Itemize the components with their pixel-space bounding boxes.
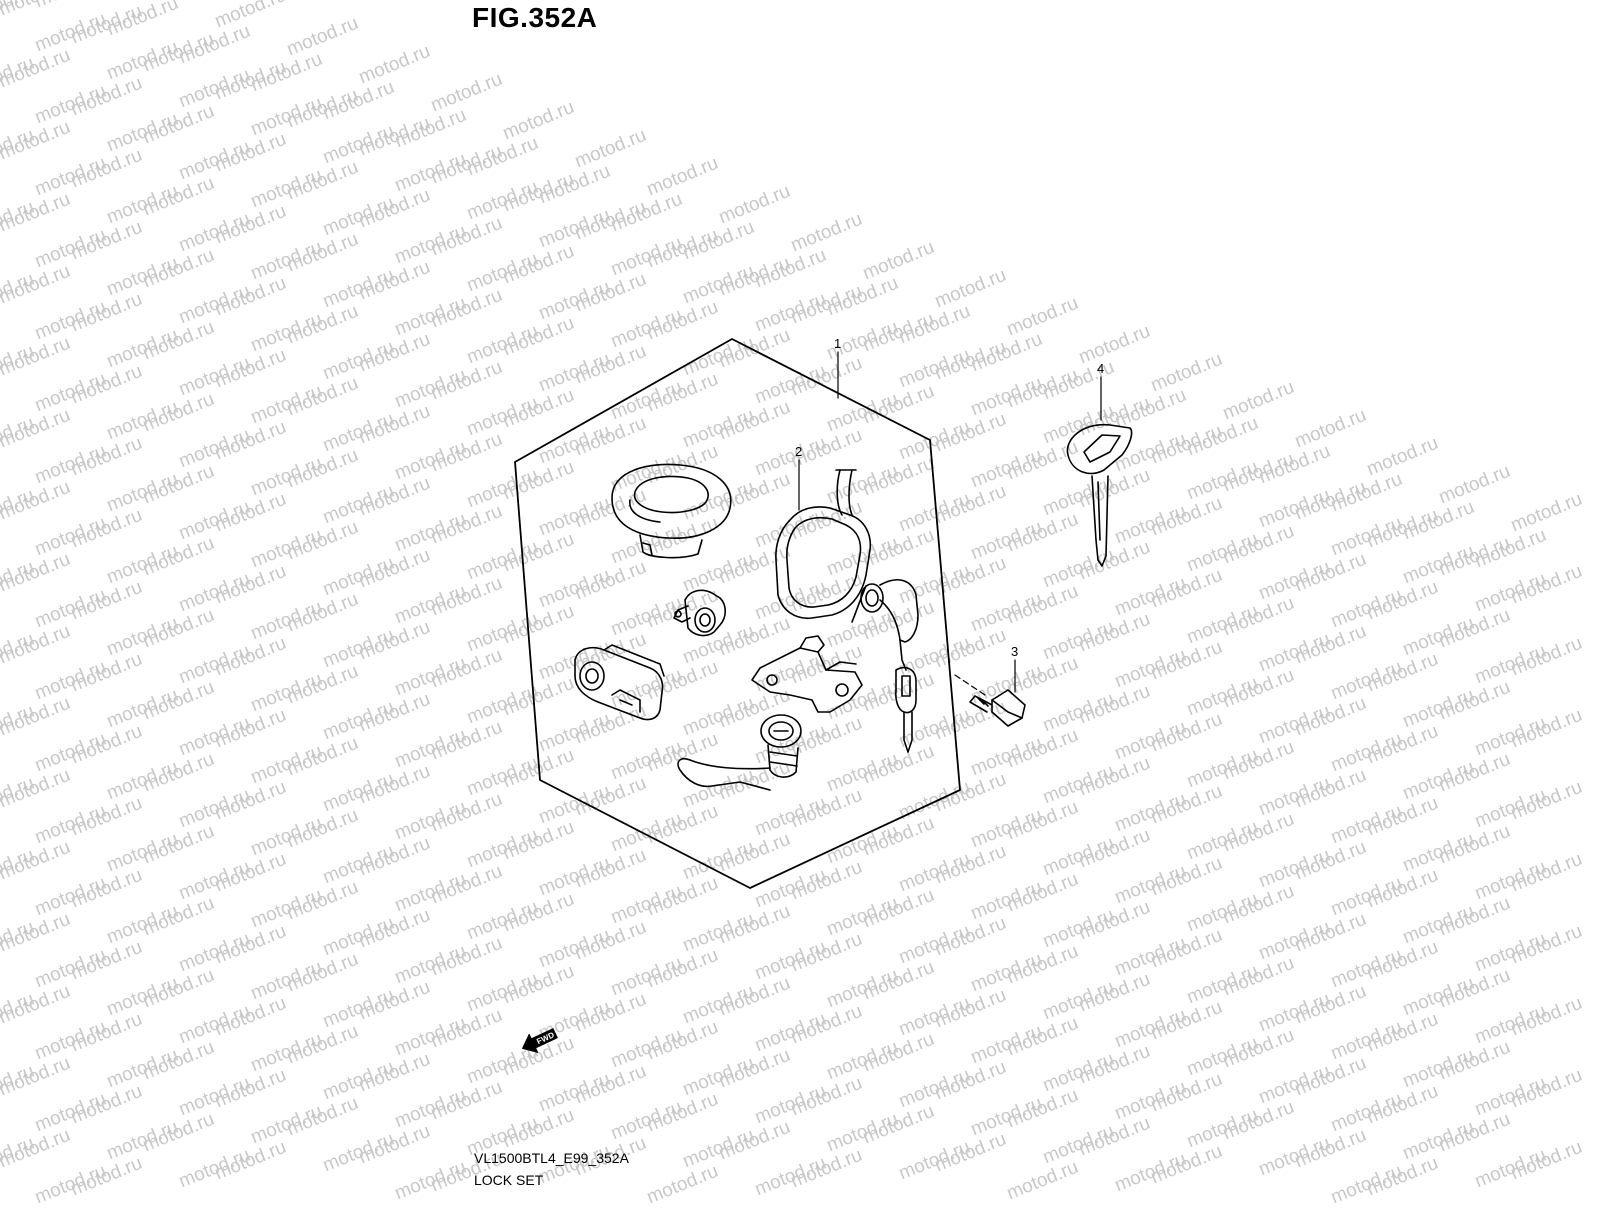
fwd-arrow-icon: FWD	[522, 1028, 558, 1053]
kit-boundary	[514, 338, 961, 889]
latch-plate-part	[751, 635, 863, 713]
group-name: LOCK SET	[474, 1172, 544, 1188]
ignition-switch-part	[775, 469, 919, 753]
figure-title: FIG.352A	[472, 2, 598, 33]
fwd-label: FWD	[535, 1030, 556, 1046]
callout-2: 2	[795, 444, 802, 459]
cylinder-lock-part	[673, 589, 727, 637]
fuel-cap-part	[611, 463, 732, 559]
bolt-part	[969, 689, 1026, 727]
hook-lock-part	[677, 714, 802, 791]
leader-lines	[798, 351, 1102, 696]
spare-key-part	[1066, 423, 1133, 567]
callout-4: 4	[1097, 361, 1104, 376]
callout-1: 1	[834, 336, 841, 351]
model-code: VL1500BTL4_E99_352A	[474, 1150, 629, 1166]
callout-3: 3	[1011, 644, 1018, 659]
seat-lock-part	[574, 644, 665, 721]
